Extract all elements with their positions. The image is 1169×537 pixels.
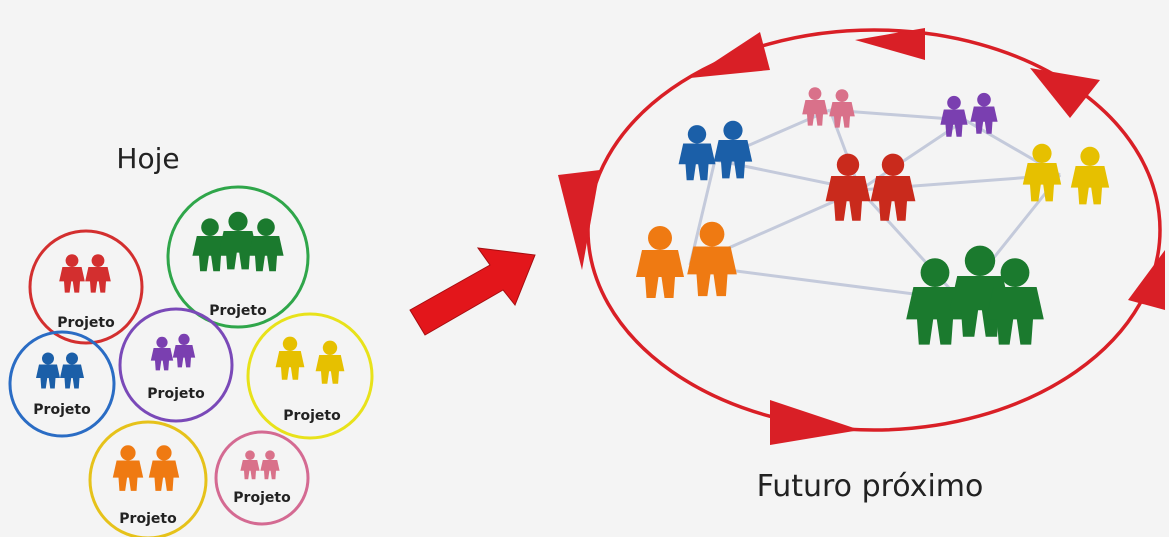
project-label: Projeto (283, 408, 341, 424)
purple-team-icon (940, 92, 998, 137)
project-label: Projeto (209, 303, 267, 319)
yellow-team-icon (1022, 143, 1110, 205)
project-label: Projeto (33, 402, 91, 418)
purple-figures-icon (150, 333, 196, 371)
red-figures-icon (59, 254, 111, 293)
blue-team-icon (678, 120, 753, 181)
yellow-figures-icon (275, 336, 345, 384)
network-nodes (636, 87, 1110, 345)
project-group-yellow: Projeto (246, 312, 374, 440)
orange-team-icon (636, 221, 737, 298)
orange-figures-icon (112, 445, 180, 491)
project-group-red: Projeto (28, 229, 144, 345)
project-label: Projeto (233, 490, 291, 506)
project-label: Projeto (147, 386, 205, 402)
project-group-pink: Projeto (214, 430, 310, 526)
cycle-ring (558, 28, 1165, 445)
red-team-icon (825, 153, 916, 221)
right-title: Futuro próximo (757, 469, 984, 504)
green-team-icon (906, 245, 1044, 345)
project-label: Projeto (119, 511, 177, 527)
project-label: Projeto (57, 315, 115, 331)
project-group-orange: Projeto (88, 420, 208, 537)
blue-figures-icon (36, 352, 84, 389)
transition-arrow-icon (409, 247, 536, 336)
left-title: Hoje (116, 142, 179, 175)
project-group-purple: Projeto (118, 307, 234, 423)
pink-figures-icon (240, 450, 280, 480)
project-group-green: Projeto (166, 185, 310, 329)
pink-team-icon (802, 87, 855, 128)
cycle-arrowheads-icon (558, 28, 1165, 445)
left-project-groups: Projeto Projeto Projeto (8, 185, 374, 537)
green-figures-icon (192, 211, 284, 272)
project-group-blue: Projeto (8, 330, 116, 438)
